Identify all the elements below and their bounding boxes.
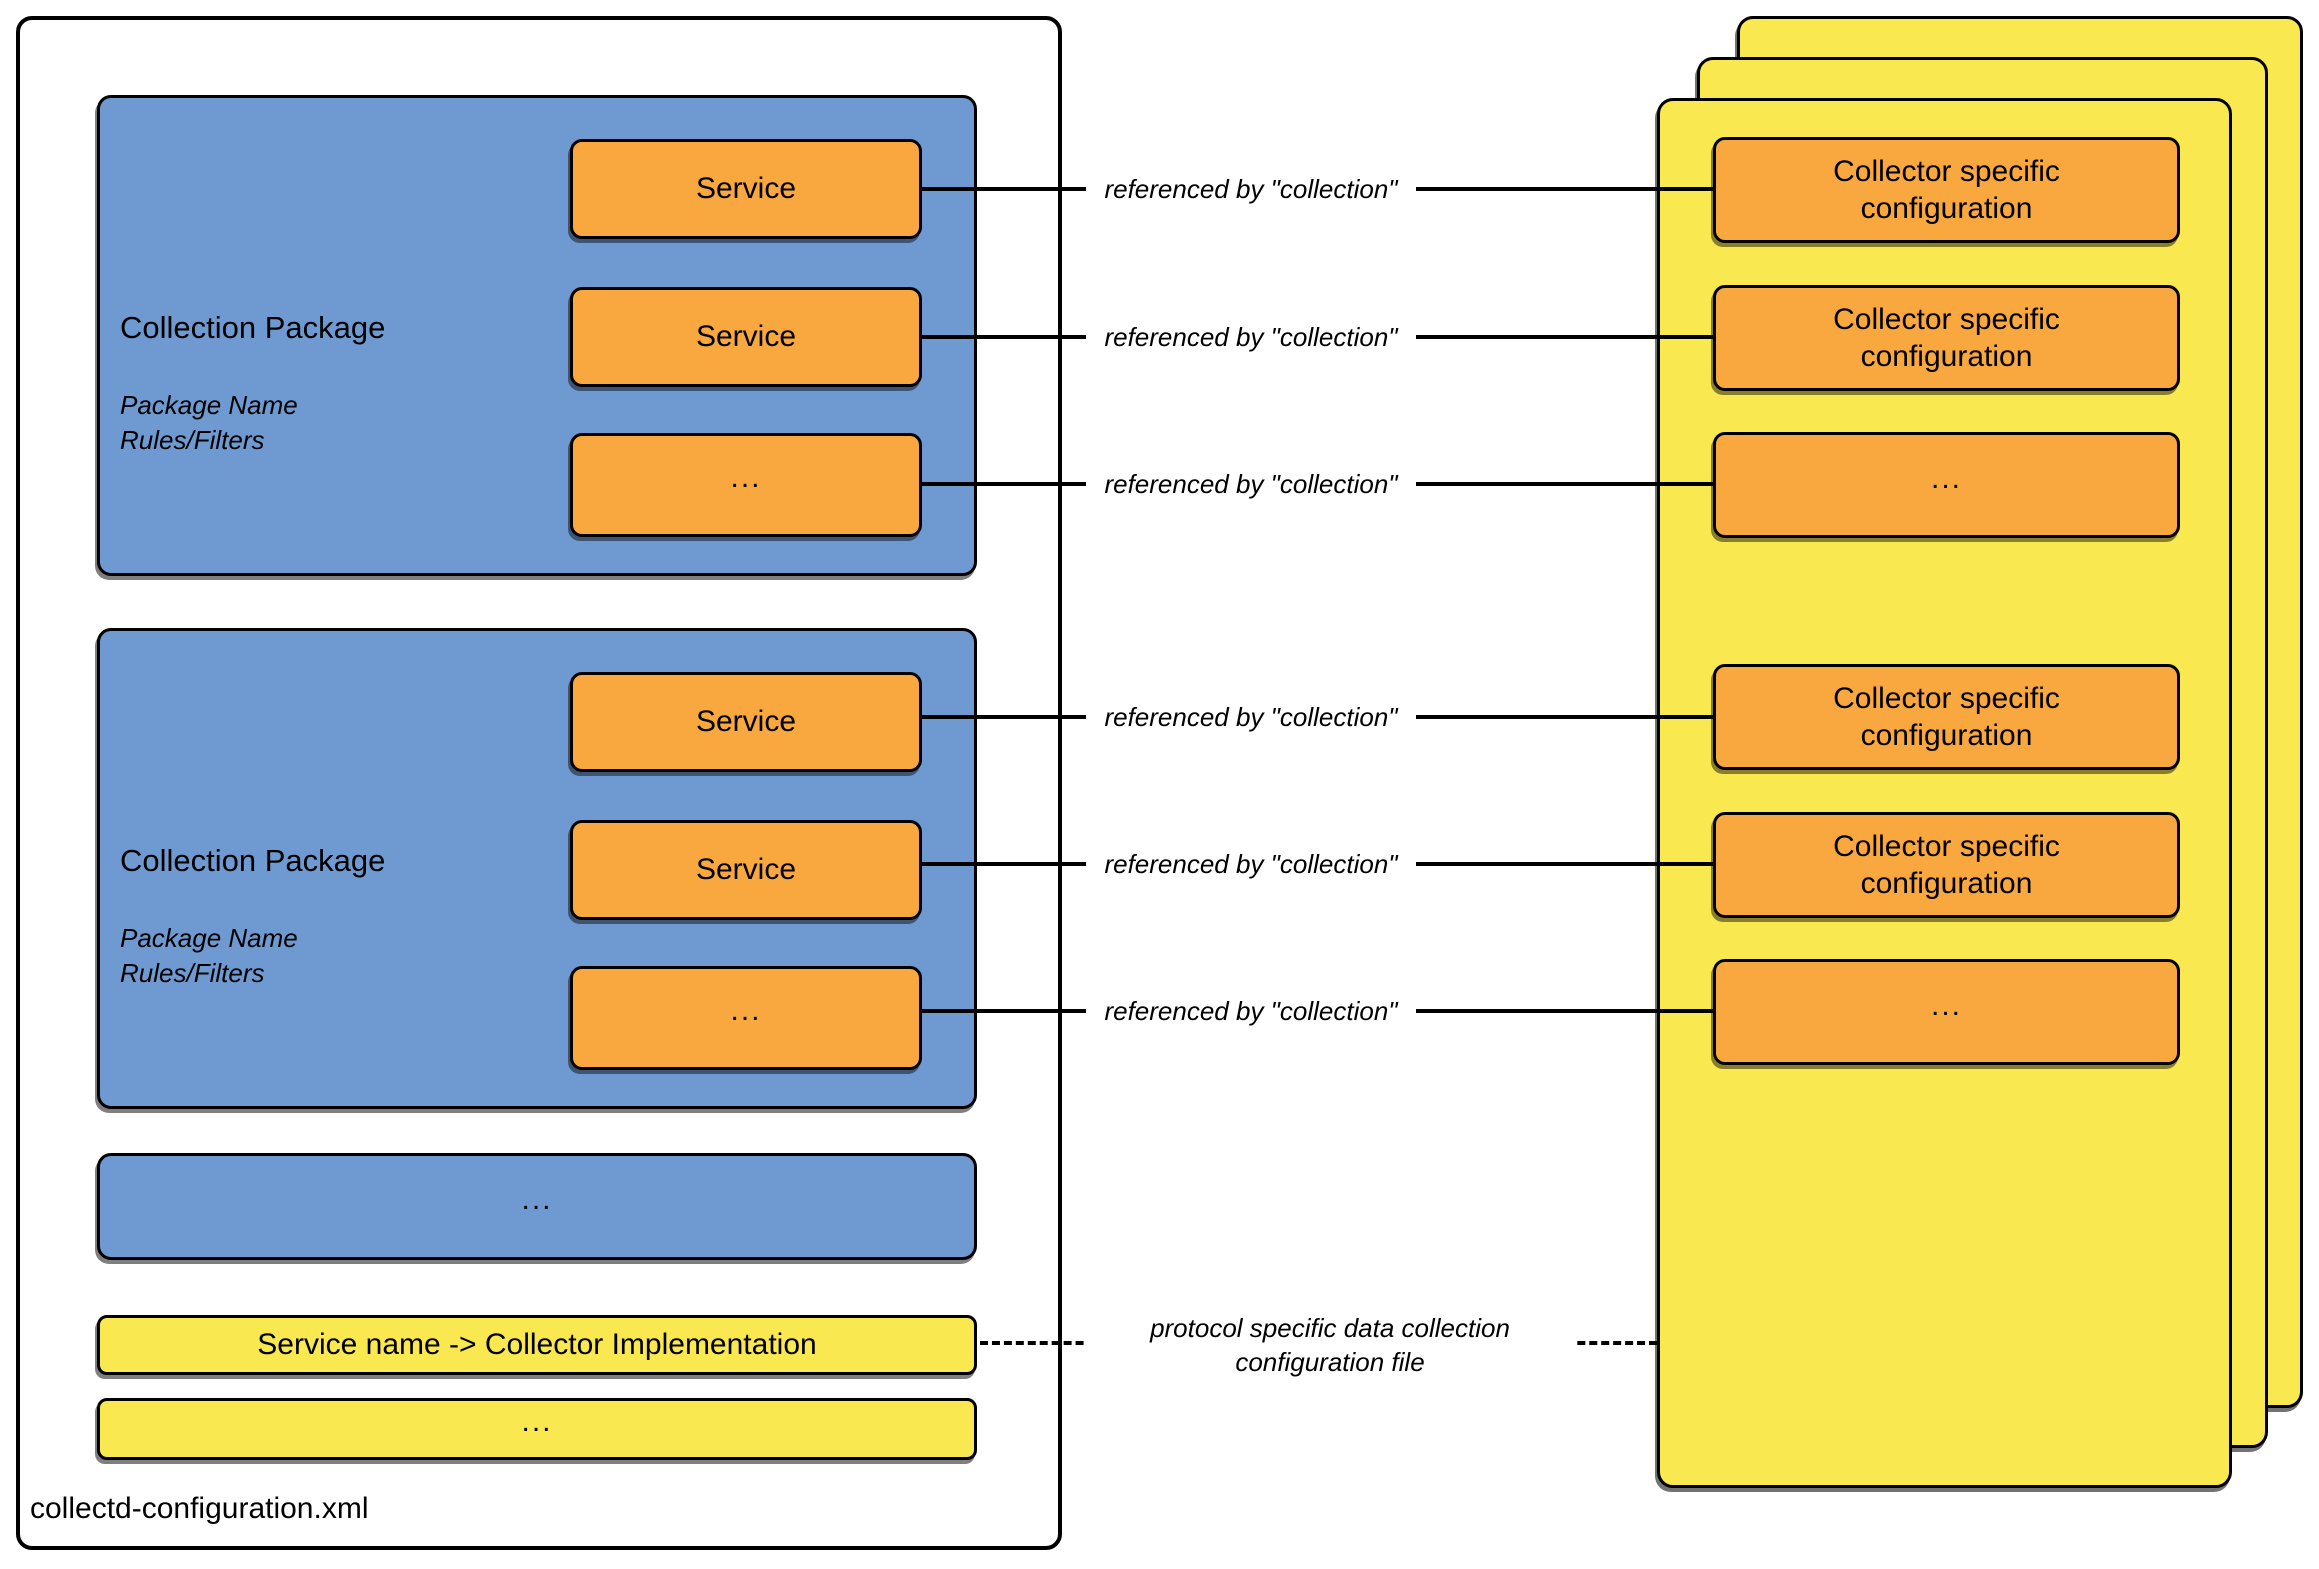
- reference-connector-label: referenced by "collection": [1086, 843, 1416, 885]
- ellipsis-text: ...: [730, 461, 762, 494]
- collection-package-2: Collection Package Package Name Rules/Fi…: [97, 628, 977, 1109]
- package-name-label: Package Name: [120, 923, 298, 953]
- reference-connector-label: referenced by "collection": [1086, 990, 1416, 1032]
- collector-config-page-front: Collector specific configuration Collect…: [1657, 98, 2232, 1488]
- package-rules-label: Rules/Filters: [120, 425, 265, 455]
- file-name-label: collectd-configuration.xml: [30, 1492, 369, 1525]
- more-mappings-box: ...: [97, 1398, 977, 1460]
- package-meta: Package Name Rules/Filters: [120, 921, 298, 991]
- ellipsis-text: ...: [521, 1405, 553, 1438]
- service-box: Service: [570, 139, 922, 239]
- collector-config-more-box: ...: [1713, 432, 2180, 538]
- service-box: Service: [570, 287, 922, 387]
- ellipsis-text: ...: [1930, 988, 1962, 1022]
- more-packages-box: ...: [97, 1153, 977, 1260]
- reference-connector-label: referenced by "collection": [1086, 696, 1416, 738]
- collection-package-1: Collection Package Package Name Rules/Fi…: [97, 95, 977, 576]
- ellipsis-text: ...: [730, 994, 762, 1027]
- collector-config-box: Collector specific configuration: [1713, 137, 2180, 243]
- service-more-box: ...: [570, 966, 922, 1070]
- service-collector-mapping-box: Service name -> Collector Implementation: [97, 1315, 977, 1375]
- collector-config-box: Collector specific configuration: [1713, 285, 2180, 391]
- protocol-note-line1: protocol specific data collection: [1150, 1313, 1510, 1343]
- ellipsis-text: ...: [1930, 461, 1962, 495]
- reference-connector-label: referenced by "collection": [1086, 463, 1416, 505]
- package-title: Collection Package: [120, 843, 386, 878]
- collector-config-box: Collector specific configuration: [1713, 664, 2180, 770]
- protocol-note: protocol specific data collection config…: [1085, 1311, 1575, 1379]
- package-meta: Package Name Rules/Filters: [120, 388, 298, 458]
- reference-connector-label: referenced by "collection": [1086, 316, 1416, 358]
- ellipsis-text: ...: [521, 1182, 553, 1216]
- service-box: Service: [570, 672, 922, 772]
- collectd-configuration-file: Collection Package Package Name Rules/Fi…: [16, 16, 1062, 1550]
- protocol-note-line2: configuration file: [1235, 1347, 1425, 1377]
- service-box: Service: [570, 820, 922, 920]
- reference-connector-label: referenced by "collection": [1086, 168, 1416, 210]
- package-rules-label: Rules/Filters: [120, 958, 265, 988]
- package-title: Collection Package: [120, 310, 386, 345]
- service-more-box: ...: [570, 433, 922, 537]
- package-name-label: Package Name: [120, 390, 298, 420]
- collector-config-box: Collector specific configuration: [1713, 812, 2180, 918]
- collector-config-more-box: ...: [1713, 959, 2180, 1065]
